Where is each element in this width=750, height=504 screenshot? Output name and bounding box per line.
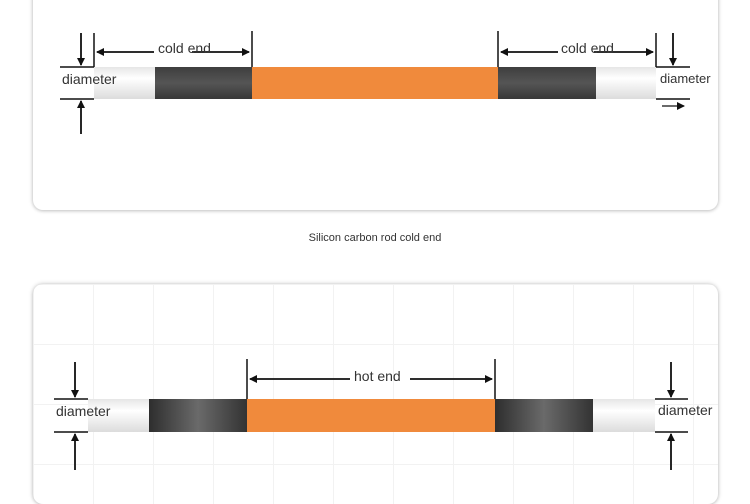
right-cold-end-label: cold end: [561, 40, 614, 56]
diagram-caption: Silicon carbon rod cold end: [308, 232, 442, 244]
left-cold-zone: [155, 67, 252, 99]
cold-end-diagram-card: [33, 0, 718, 210]
left-cold-zone: [149, 399, 247, 432]
hot-end-diagram-card: [33, 284, 718, 504]
hot-zone: [247, 399, 495, 432]
left-diameter-label: diameter: [62, 71, 117, 87]
hot-end-label: hot end: [354, 368, 401, 384]
left-diameter-label: diameter: [56, 403, 111, 419]
left-terminal: [94, 67, 155, 99]
left-cold-end-label: cold end: [158, 40, 211, 56]
right-terminal: [596, 67, 656, 99]
right-cold-zone: [495, 399, 593, 432]
right-cold-zone: [498, 67, 596, 99]
right-diameter-label: diameter: [660, 71, 711, 86]
hot-zone: [252, 67, 498, 99]
right-diameter-label: diameter: [658, 402, 713, 418]
hot-end-diagram: hot end diameter diameter: [54, 359, 713, 470]
right-terminal: [593, 399, 655, 432]
rod-1: [94, 67, 656, 99]
cold-end-diagram: cold end cold end diameter diameter: [60, 31, 711, 134]
left-terminal: [88, 399, 149, 432]
rod-2: [88, 399, 655, 432]
